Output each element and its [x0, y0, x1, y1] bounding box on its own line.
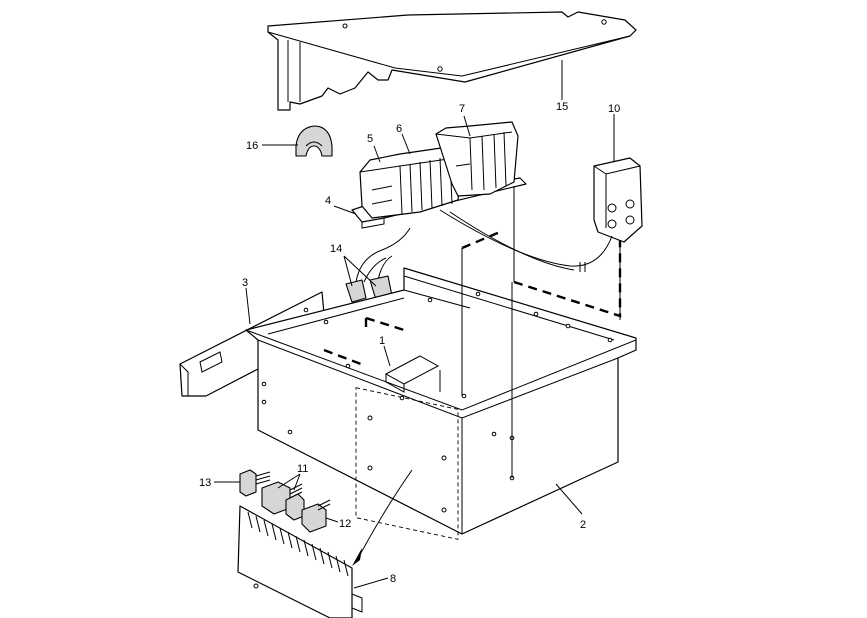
- callout-labels: 15 16 10 7 6 5 4 14 3 1 2 13 11 12 8: [199, 101, 620, 585]
- part-8-circuit-board: [237, 469, 413, 618]
- callout-6: 6: [396, 123, 402, 135]
- part-11-12-13-plug-in-relays: [239, 469, 331, 533]
- callout-8: 8: [390, 573, 396, 585]
- leader-lines: [214, 60, 615, 589]
- callout-2: 2: [580, 519, 586, 531]
- callout-15: 15: [556, 101, 568, 113]
- part-10-filter-module: [593, 157, 643, 243]
- callout-3: 3: [242, 277, 248, 289]
- callout-10: 10: [608, 103, 620, 115]
- wiring: [439, 209, 613, 272]
- callout-5: 5: [367, 133, 373, 145]
- callout-16: 16: [246, 140, 258, 152]
- callout-1: 1: [379, 335, 385, 347]
- assembly-guide-lines: [323, 186, 622, 478]
- callout-11: 11: [297, 463, 308, 475]
- part-2-enclosure-box: [245, 267, 637, 540]
- callout-14: 14: [330, 243, 342, 255]
- callout-12: 12: [339, 518, 351, 530]
- callout-7: 7: [459, 103, 465, 115]
- callout-4: 4: [325, 195, 331, 207]
- part-15-top-cover: [267, 11, 637, 111]
- part-16-grommet: [295, 125, 333, 157]
- callout-13: 13: [199, 477, 211, 489]
- part-7-terminal-block: [435, 121, 519, 197]
